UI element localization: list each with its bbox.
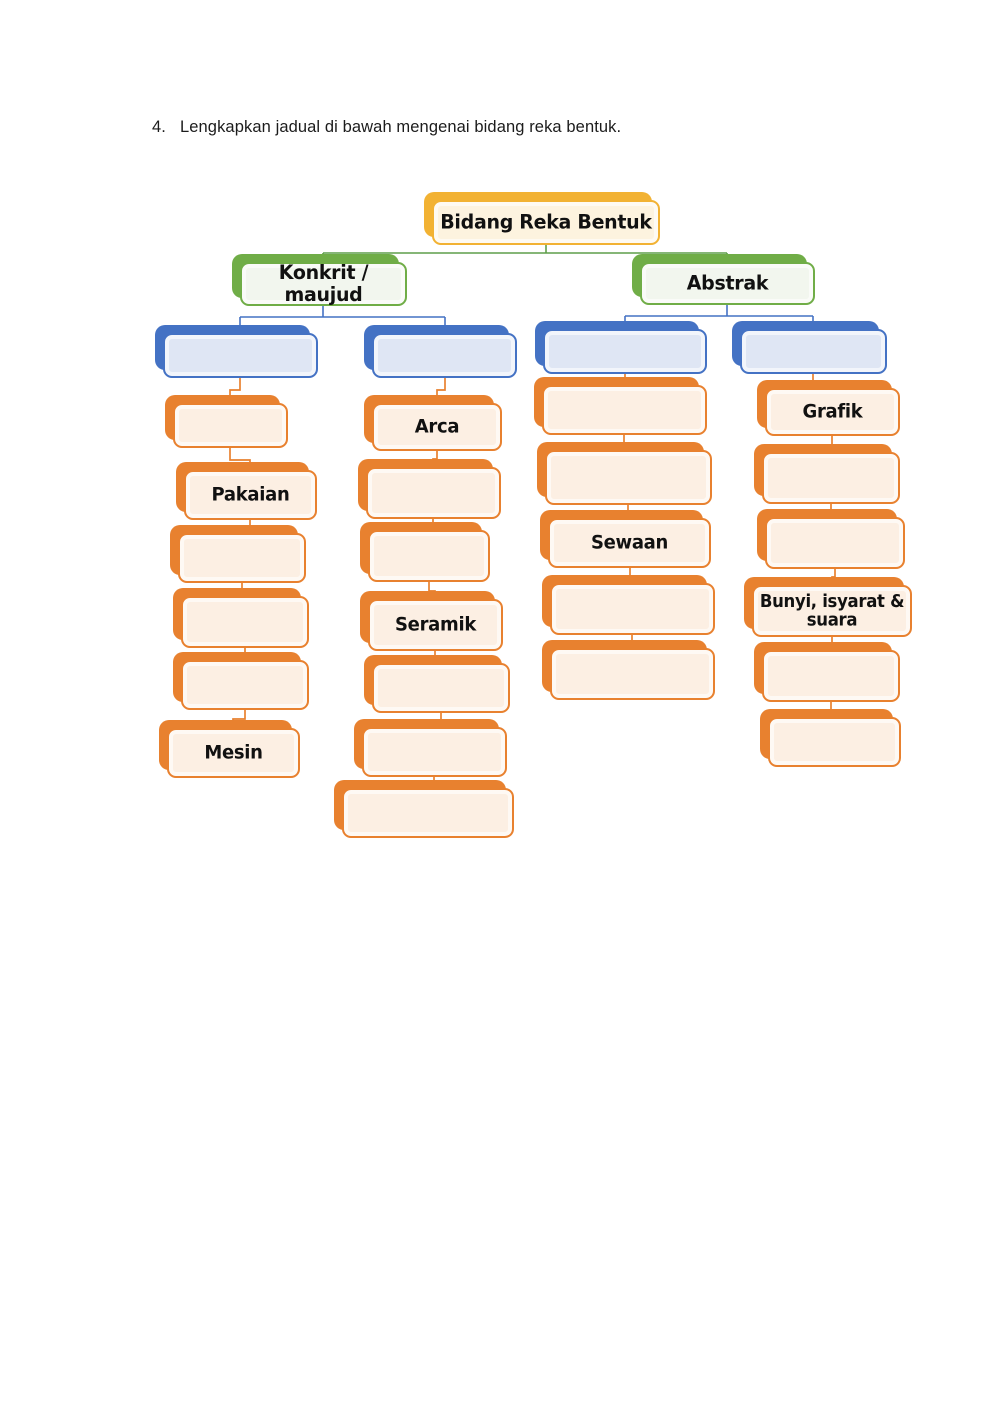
org-chart: Bidang Reka Bentuk Konkrit / maujud Abst… <box>155 192 912 838</box>
node-label: Mesin <box>204 741 263 764</box>
node-sewaan: Sewaan <box>540 510 711 568</box>
answer-box-c2-r2[interactable] <box>358 459 501 519</box>
node-pakaian: Pakaian <box>176 462 317 520</box>
answer-box-c3-r4[interactable] <box>542 575 715 635</box>
question-heading: 4. Lengkapkan jadual di bawah mengenai b… <box>152 118 621 137</box>
node-label: Seramik <box>395 613 476 636</box>
answer-box-category-2[interactable] <box>364 325 517 378</box>
answer-box-category-3[interactable] <box>535 321 707 374</box>
node-konkrit-maujud: Konkrit / maujud <box>232 254 407 307</box>
answer-box-category-4[interactable] <box>732 321 887 374</box>
node-arca: Arca <box>364 395 502 451</box>
answer-box-c4-r6[interactable] <box>760 709 901 767</box>
answer-box-c2-r6[interactable] <box>354 719 507 777</box>
node-bunyi-isyarat-suara: Bunyi, isyarat & suara <box>744 577 912 637</box>
answer-box-c1-r3[interactable] <box>170 525 306 583</box>
node-label: Abstrak <box>686 271 769 295</box>
answer-box-c1-r4[interactable] <box>173 588 309 648</box>
node-grafik: Grafik <box>757 380 900 436</box>
answer-box-c3-r1[interactable] <box>534 377 707 435</box>
node-label: Konkrit / maujud <box>278 261 369 307</box>
node-label: Arca <box>414 415 460 438</box>
node-label: Sewaan <box>590 531 669 554</box>
node-label: Pakaian <box>211 483 290 506</box>
node-label: Grafik <box>802 400 863 423</box>
answer-box-c1-r5[interactable] <box>173 652 309 710</box>
node-mesin: Mesin <box>159 720 300 778</box>
question-text: Lengkapkan jadual di bawah mengenai bida… <box>179 118 622 136</box>
node-bidang-reka-bentuk: Bidang Reka Bentuk <box>424 192 660 245</box>
answer-box-c4-r3[interactable] <box>757 509 905 569</box>
answer-box-c4-r5[interactable] <box>754 642 900 702</box>
node-abstrak: Abstrak <box>632 254 815 305</box>
answer-box-c3-r2[interactable] <box>537 442 712 505</box>
answer-box-c4-r2[interactable] <box>754 444 900 504</box>
answer-box-c2-r5[interactable] <box>364 655 510 713</box>
node-label: Bunyi, isyarat & suara <box>759 590 905 630</box>
node-label: Bidang Reka Bentuk <box>440 210 652 234</box>
answer-box-c2-r3[interactable] <box>360 522 490 582</box>
node-seramik: Seramik <box>360 591 503 651</box>
answer-box-c1-r1[interactable] <box>165 395 288 448</box>
answer-box-c2-r7[interactable] <box>334 780 514 838</box>
answer-box-category-1[interactable] <box>155 325 318 378</box>
question-number: 4. <box>152 118 166 136</box>
answer-box-c3-r5[interactable] <box>542 640 715 700</box>
